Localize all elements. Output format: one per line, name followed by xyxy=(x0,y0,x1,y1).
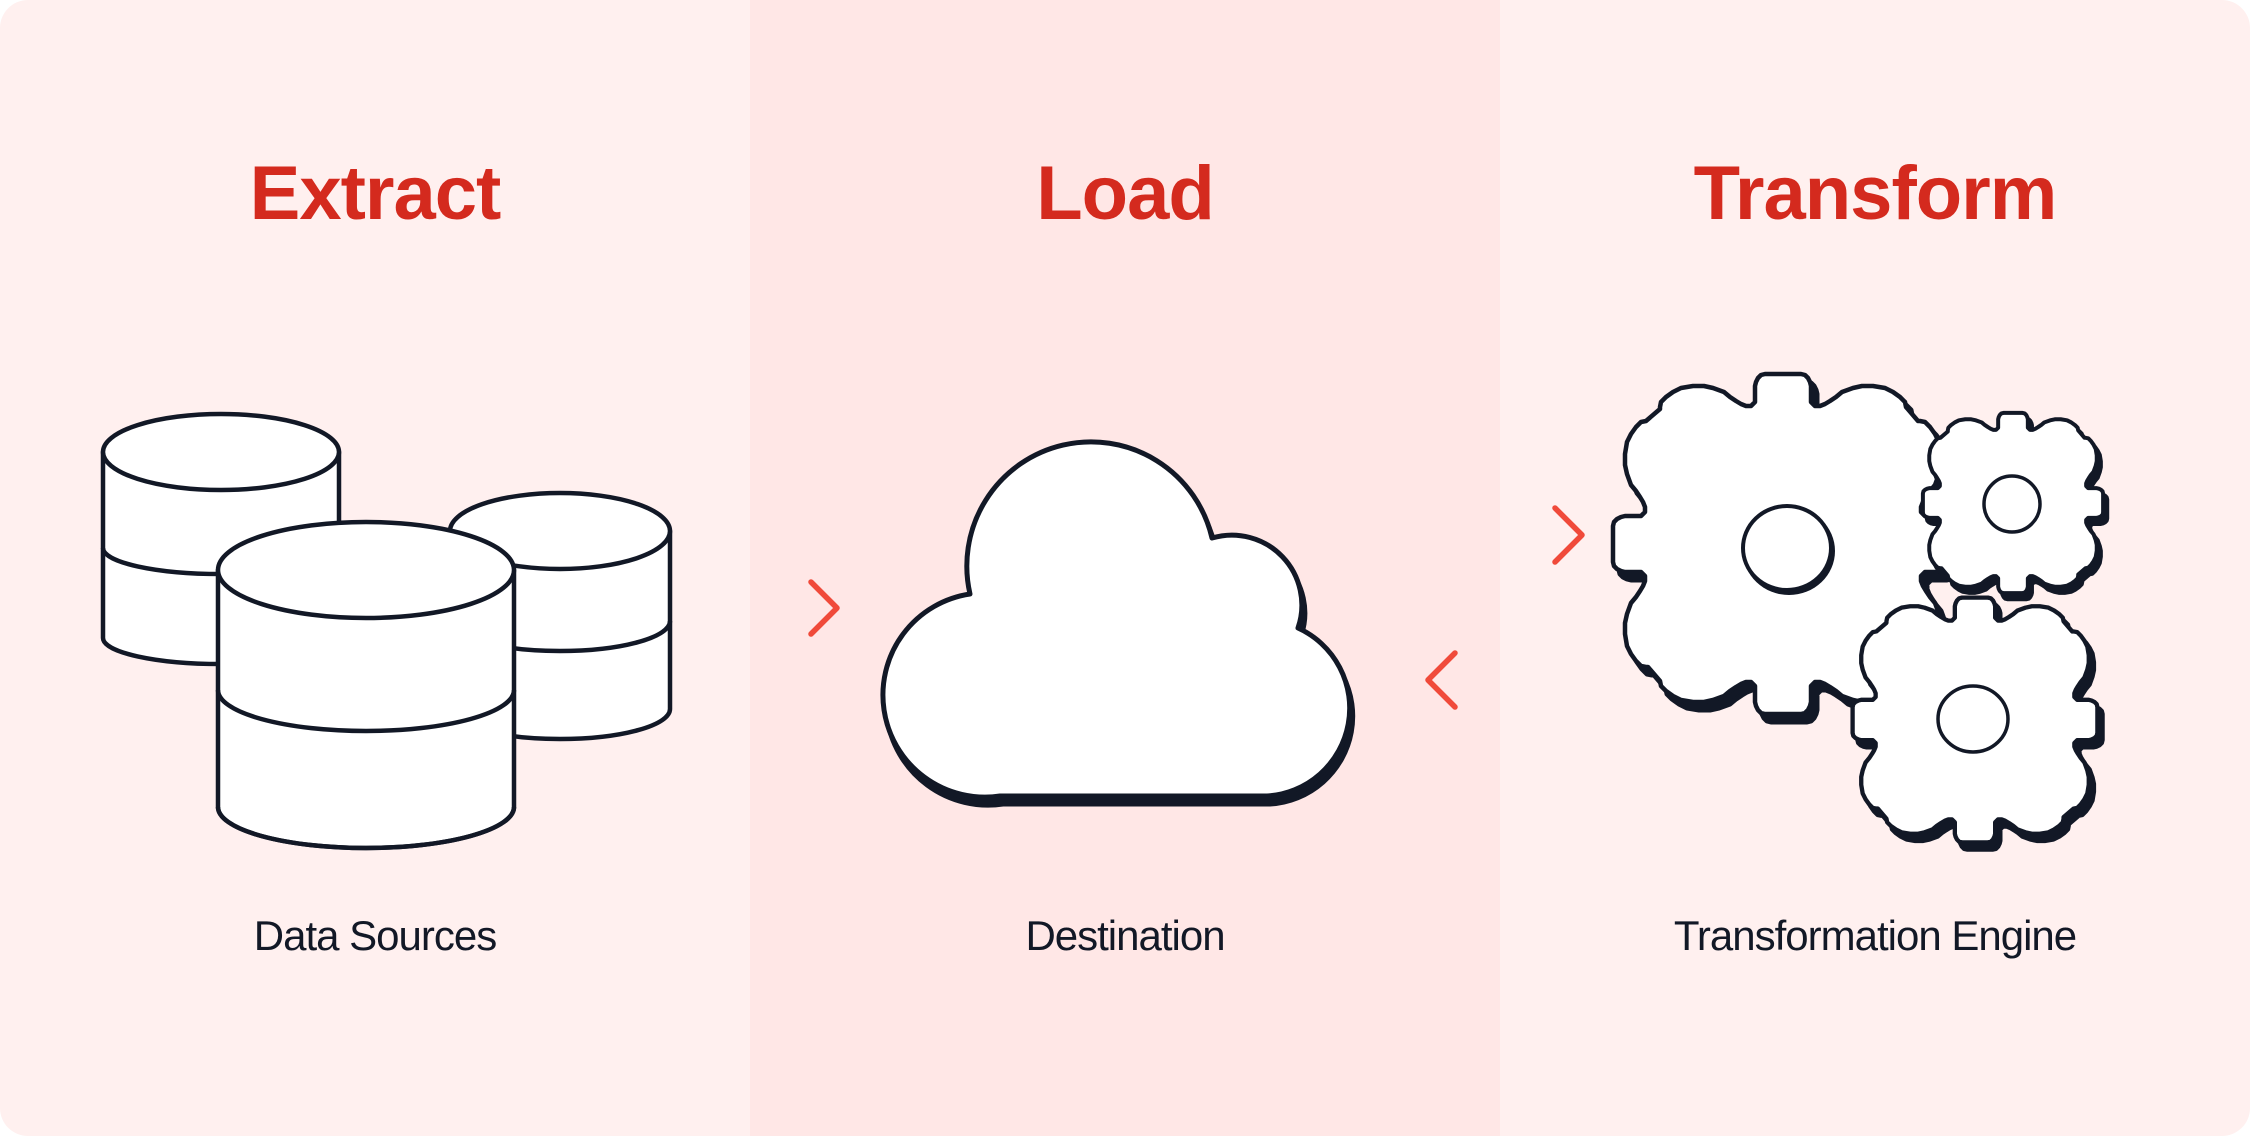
gears-icon xyxy=(1613,374,2107,849)
data-sources-label: Data Sources xyxy=(253,912,497,959)
database-front-icon xyxy=(215,519,517,851)
large-gear-icon xyxy=(1613,374,1959,722)
arrow-left-transform-to-load xyxy=(1425,650,1583,710)
cloud-icon xyxy=(880,439,1356,808)
arrow-right-extract-to-load xyxy=(685,579,840,637)
database-stack-icon xyxy=(100,411,673,851)
load-panel: Load Destination xyxy=(750,0,1500,1136)
extract-title: Extract xyxy=(249,151,502,236)
transform-title: Transform xyxy=(1693,151,2058,236)
small-gear-icon xyxy=(1923,413,2107,599)
destination-label: Destination xyxy=(1025,912,1225,959)
medium-gear-icon xyxy=(1853,598,2103,850)
arrow-right-load-to-transform xyxy=(1425,505,1585,565)
transformation-engine-label: Transformation Engine xyxy=(1673,912,2077,959)
load-title: Load xyxy=(1036,151,1215,236)
